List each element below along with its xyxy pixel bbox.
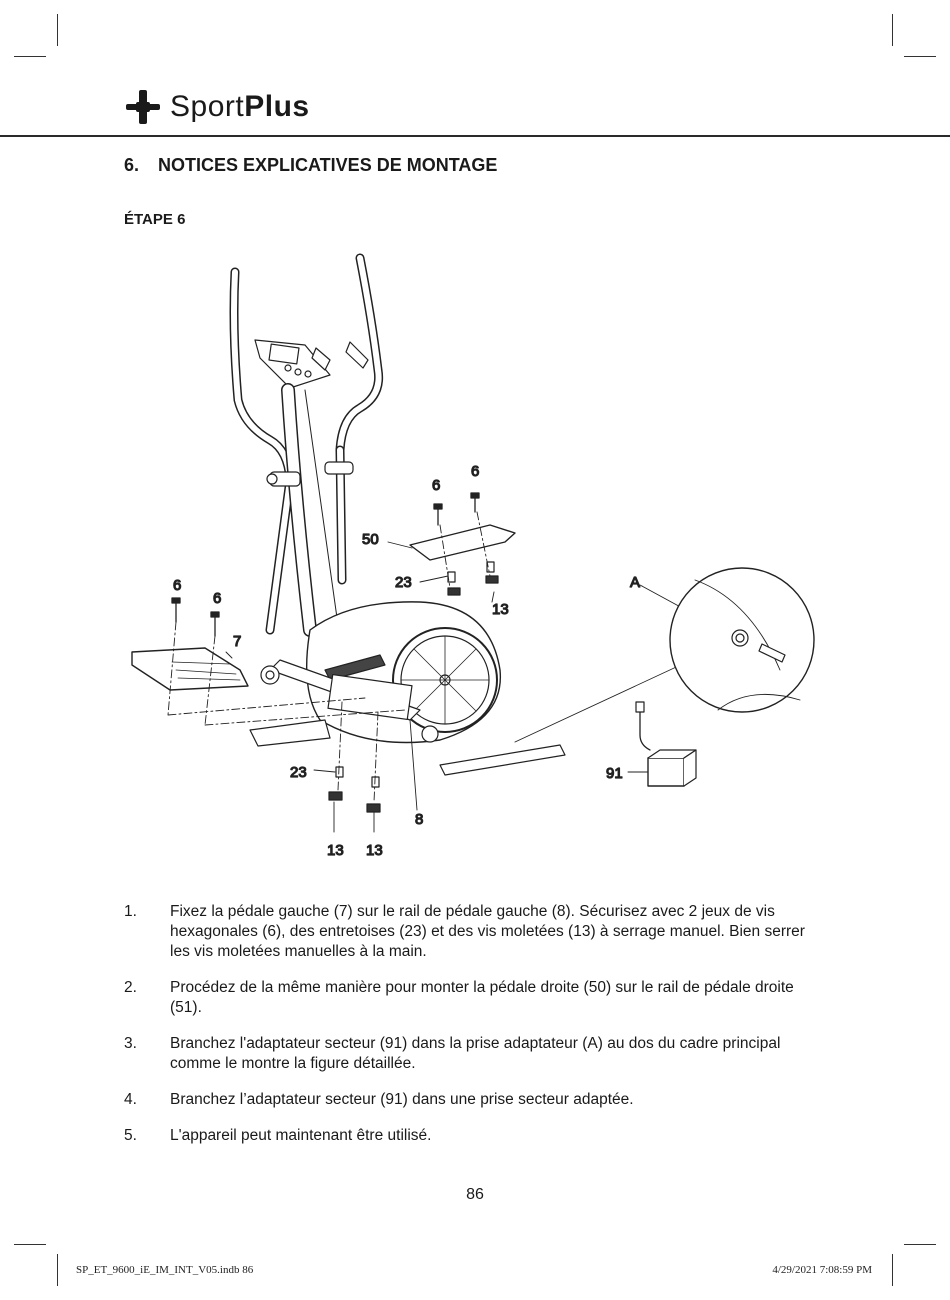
label-knob-13: 13 (366, 842, 383, 859)
hex-bolts (171, 492, 480, 637)
crop-mark (14, 56, 46, 57)
label-rail-8: 8 (415, 811, 423, 828)
footer-timestamp: 4/29/2021 7:08:59 PM (772, 1264, 872, 1276)
instruction-item: 1.Fixez la pédale gauche (7) sur le rail… (124, 903, 805, 960)
section-title: 6. NOTICES EXPLICATIVES DE MONTAGE (124, 155, 497, 176)
label-bolt-6: 6 (471, 463, 479, 480)
label-bolt-6: 6 (432, 477, 440, 494)
rear-stabilizer (439, 744, 566, 776)
label-socket-a: A (630, 574, 640, 591)
label-pedal-right: 50 (362, 531, 379, 548)
instruction-item: 4.Branchez l’adaptateur secteur (91) dan… (124, 1091, 634, 1108)
instruction-item: 3.Branchez l'adaptateur secteur (91) dan… (124, 1035, 781, 1072)
footer-filename: SP_ET_9600_iE_IM_INT_V05.indb 86 (76, 1264, 254, 1276)
crop-mark (14, 1244, 46, 1245)
label-knob-13: 13 (327, 842, 344, 859)
label-bolt-6: 6 (213, 590, 221, 607)
label-spacer-23: 23 (395, 574, 412, 591)
brand-name: SportPlus (170, 90, 310, 123)
sportplus-cross-icon (126, 90, 160, 124)
crop-mark (892, 1254, 893, 1286)
power-adapter (647, 757, 685, 787)
brand-logo: SportPlus (124, 86, 310, 128)
label-knob-13: 13 (492, 601, 509, 618)
instruction-item: 2.Procédez de la même manière pour monte… (124, 979, 794, 1016)
section-number: 6. (124, 155, 140, 175)
instruction-item: 5.L'appareil peut maintenant être utilis… (124, 1127, 432, 1144)
label-pedal-left: 7 (233, 633, 241, 650)
instruction-list: 1.Fixez la pédale gauche (7) sur le rail… (124, 902, 828, 1162)
label-spacer-23: 23 (290, 764, 307, 781)
page-number: 86 (466, 1186, 484, 1203)
crop-mark (904, 56, 936, 57)
header-divider (0, 135, 950, 137)
right-pedal (409, 524, 516, 561)
crop-mark (57, 1254, 58, 1286)
label-adapter-91: 91 (606, 765, 623, 782)
crop-mark (892, 14, 893, 46)
step-title: ÉTAPE 6 (124, 211, 186, 228)
crop-mark (904, 1244, 936, 1245)
assembly-diagram: 6 6 6 6 50 23 13 7 23 8 13 13 91 A (131, 253, 815, 860)
crop-mark (57, 14, 58, 46)
section-heading: NOTICES EXPLICATIVES DE MONTAGE (158, 155, 498, 175)
label-bolt-6: 6 (173, 577, 181, 594)
left-pedal (131, 647, 249, 691)
